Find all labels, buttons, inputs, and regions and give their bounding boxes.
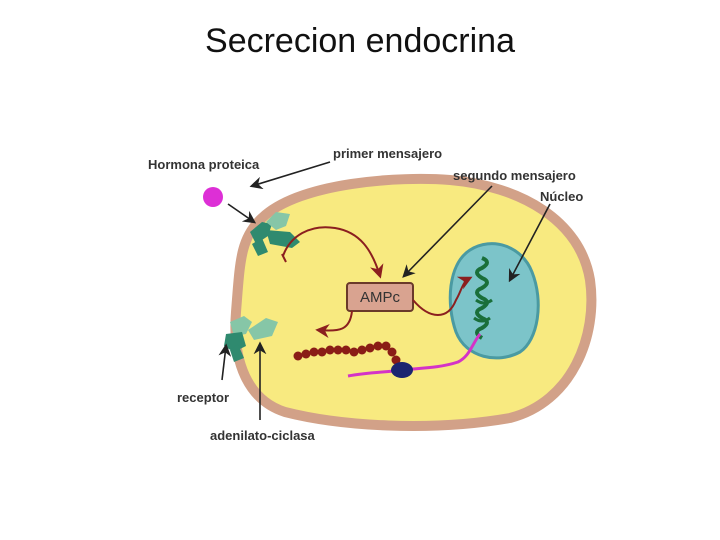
arrow-receptor-to-ampc [282,226,384,279]
ampc-label: AMPc [360,289,401,306]
ampc-box [346,282,414,312]
receptor-top-icon [250,212,300,256]
arrow-second-messenger [402,185,493,278]
hormone-icon [203,187,223,207]
chromosome-icon [473,298,493,323]
arrow-nucleus [508,203,551,283]
arrow-small-left [281,253,287,263]
chromosome-icon [475,256,489,340]
protein-chain [293,341,401,365]
enzyme-icon [391,362,413,378]
arrow-ampc-to-chain [315,310,353,338]
label-first-messenger: primer mensajero [333,146,442,161]
arrow-first-messenger [249,161,331,190]
arrow-receptor [218,343,232,381]
label-receptor: receptor [177,390,229,405]
label-second-messenger: segundo mensajero [453,168,576,183]
label-hormone: Hormona proteica [148,157,260,172]
label-nucleus: Núcleo [540,189,583,204]
nucleus [448,242,540,360]
label-adenylate-cyclase: adenilato-ciclasa [210,428,316,443]
arrow-hormone-to-receptor [227,203,257,224]
slide-title: Secrecion endocrina [205,22,515,60]
pink-strand [347,333,482,378]
arrow-ampc-to-nucleus [412,276,473,316]
